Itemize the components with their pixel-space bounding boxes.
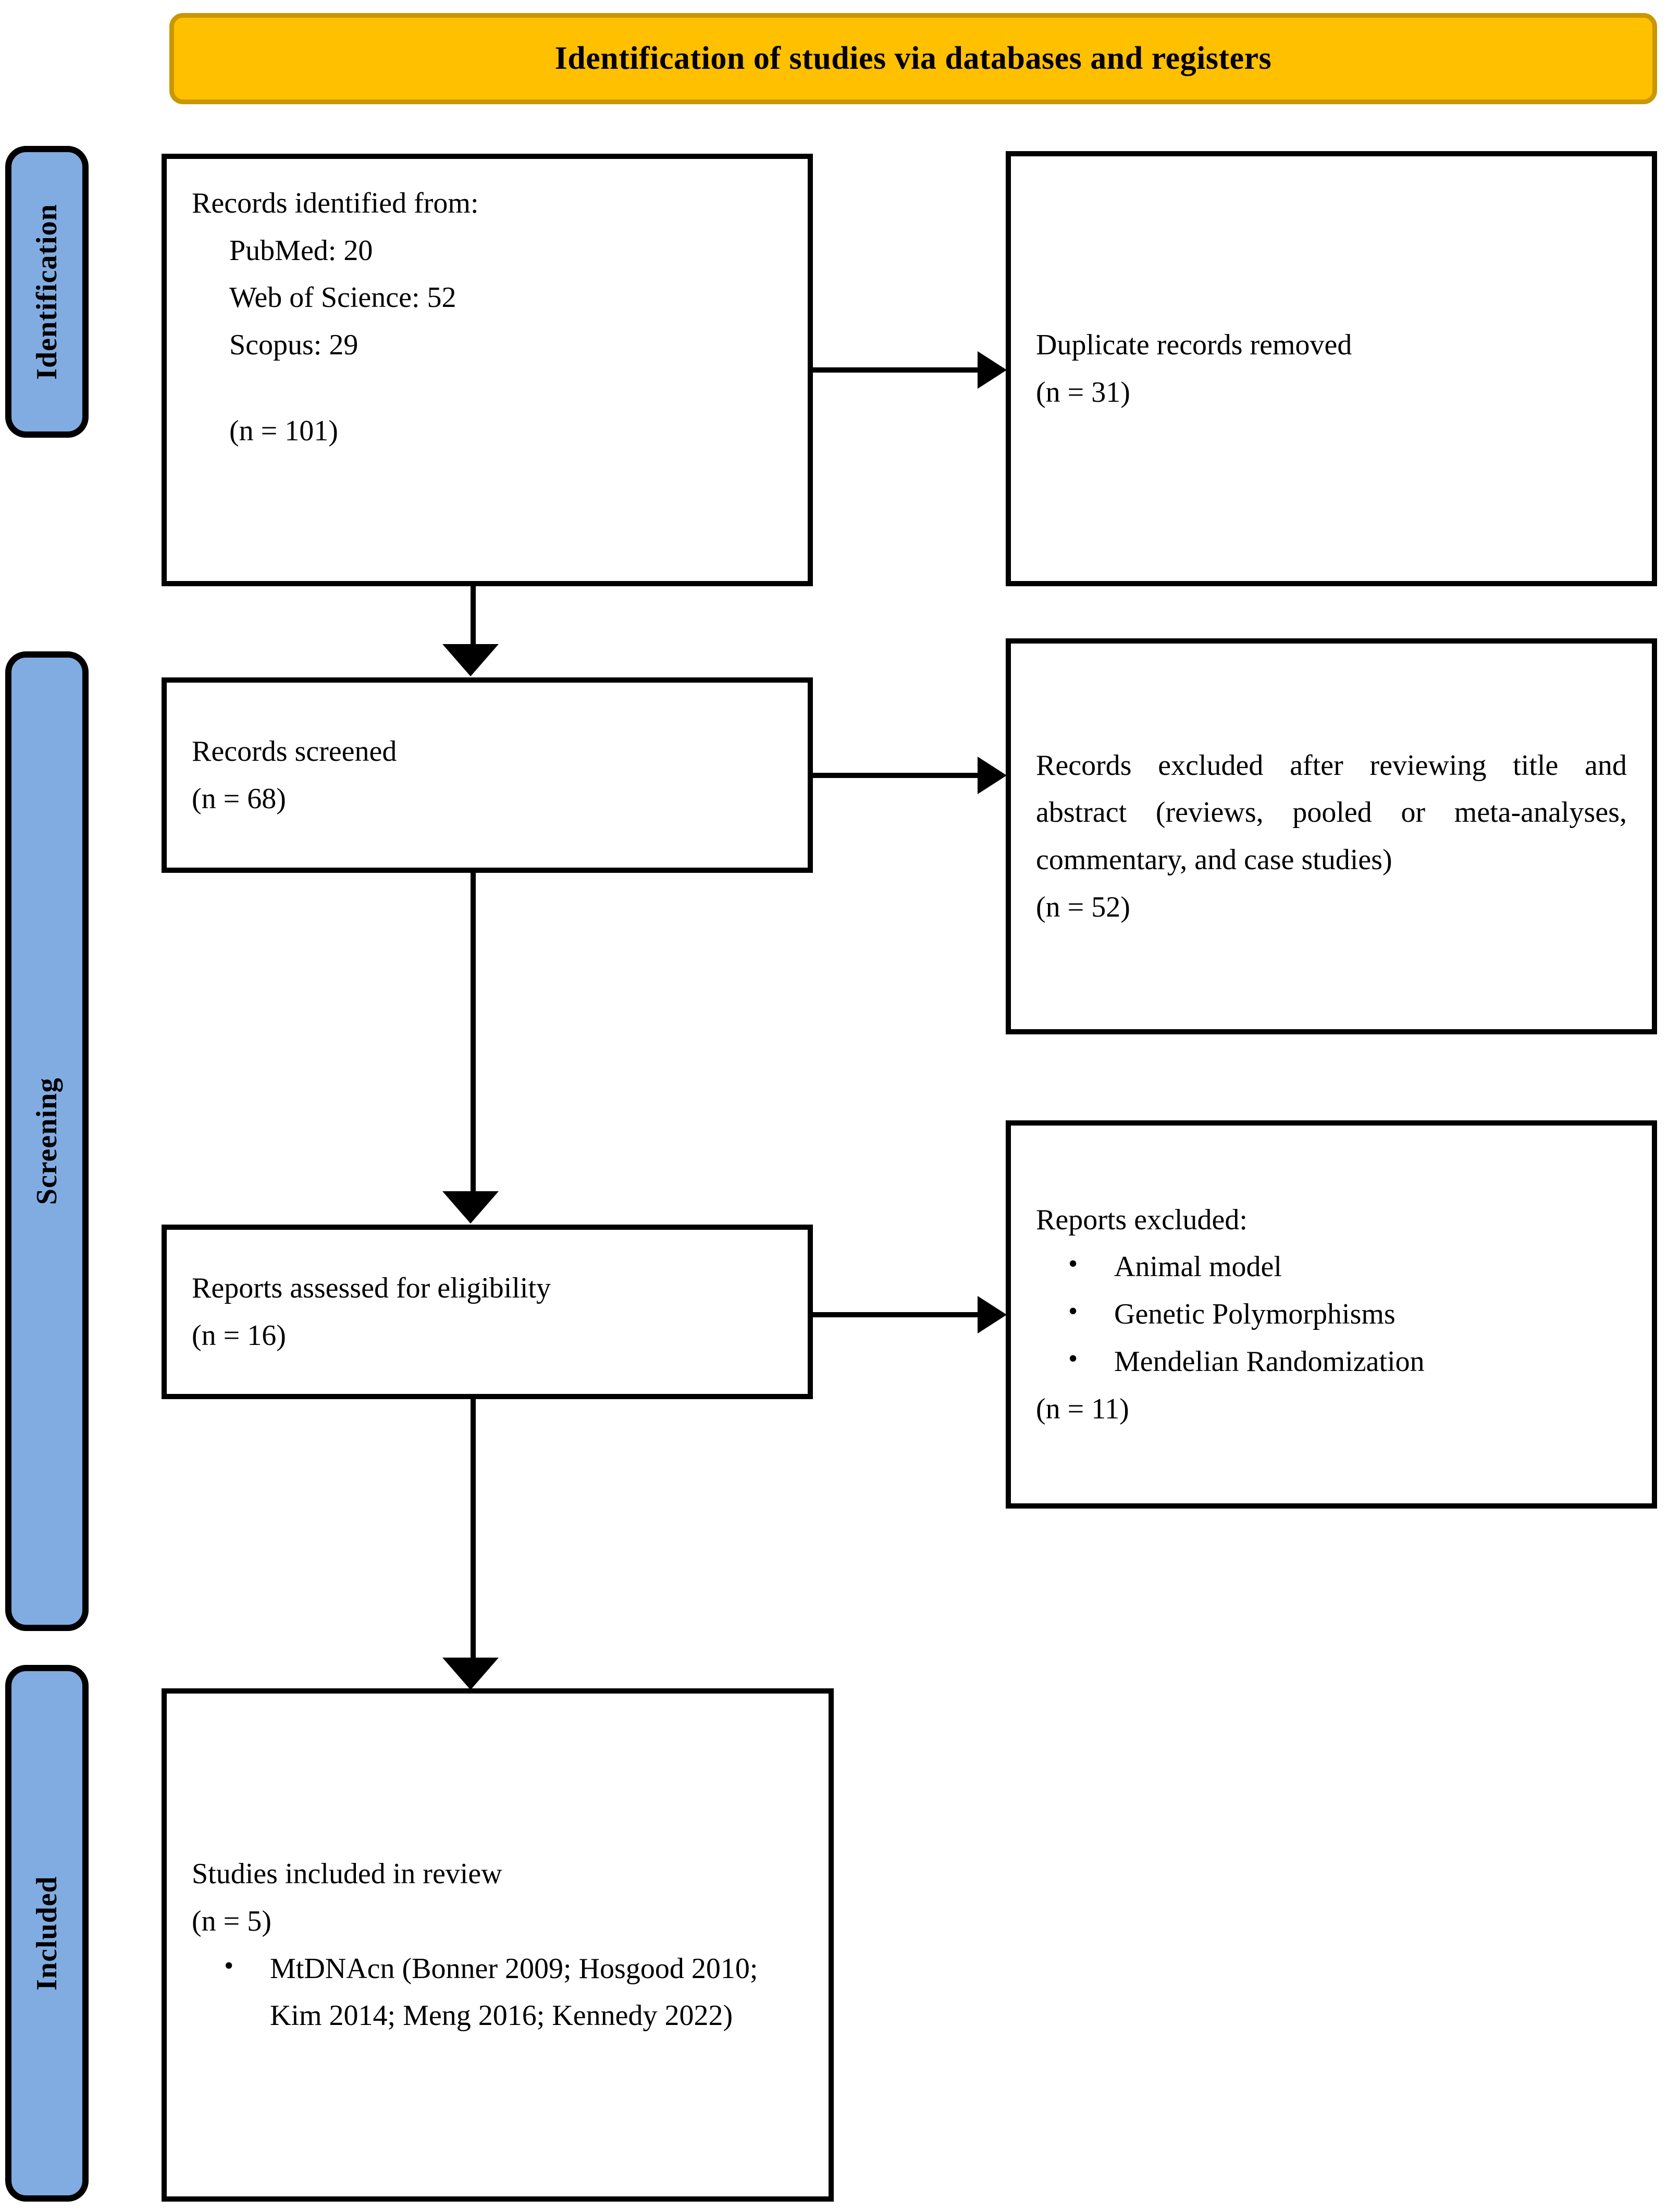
box-records-excluded: Records excluded after reviewing title a…	[1006, 638, 1657, 1034]
reports-excluded-count: (n = 11)	[1036, 1392, 1129, 1425]
reports-eligibility-text: Reports assessed for eligibility	[192, 1271, 551, 1304]
box-records-screened: Records screened (n = 68)	[162, 677, 813, 873]
duplicate-records-count: (n = 31)	[1036, 376, 1130, 409]
stage-tab-included-label: Included	[31, 1876, 64, 1991]
box-duplicate-records-removed: Duplicate records removed (n = 31)	[1006, 151, 1657, 586]
connector-identified-to-duplicates	[813, 367, 979, 373]
stage-tab-screening-label: Screening	[31, 1077, 63, 1205]
connector-eligibility-to-included	[471, 1399, 476, 1660]
reports-excluded-heading: Reports excluded:	[1036, 1203, 1247, 1236]
list-item: Mendelian Randomization	[1068, 1337, 1627, 1386]
stage-tab-identification: Identification	[5, 146, 89, 438]
list-item: Animal model	[1068, 1242, 1627, 1291]
reports-eligibility-count: (n = 16)	[192, 1319, 286, 1352]
list-item: MtDNAcn (Bonner 2009; Hosgood 2010; Kim …	[224, 1944, 804, 2040]
studies-included-count: (n = 5)	[192, 1905, 271, 1937]
source-web-of-science: Web of Science: 52	[229, 281, 456, 314]
arrowhead-eligibility-to-included	[442, 1658, 499, 1690]
spacer	[192, 369, 783, 407]
stage-tab-screening: Screening	[5, 651, 89, 1631]
connector-eligibility-to-excluded-reports	[813, 1312, 979, 1317]
source-scopus: Scopus: 29	[229, 329, 359, 362]
records-screened-text: Records screened	[192, 735, 397, 768]
arrowhead-identified-to-duplicates	[978, 351, 1007, 389]
records-screened-count: (n = 68)	[192, 782, 286, 815]
arrowhead-screened-to-excluded	[978, 757, 1007, 794]
connector-screened-to-eligibility	[471, 873, 476, 1193]
box-reports-assessed-eligibility: Reports assessed for eligibility (n = 16…	[162, 1225, 813, 1399]
box-records-identified: Records identified from: PubMed: 20 Web …	[162, 154, 813, 586]
connector-screened-to-excluded	[813, 773, 979, 778]
arrowhead-eligibility-to-excluded-reports	[978, 1296, 1007, 1333]
stage-tab-included: Included	[5, 1665, 89, 2202]
studies-included-list: MtDNAcn (Bonner 2009; Hosgood 2010; Kim …	[192, 1944, 804, 2040]
arrowhead-screened-to-eligibility	[442, 1191, 499, 1224]
arrowhead-identified-to-screened	[442, 644, 499, 676]
page-title: Identification of studies via databases …	[554, 41, 1272, 77]
duplicate-records-text: Duplicate records removed	[1036, 328, 1352, 361]
stage-tab-identification-label: Identification	[31, 204, 63, 380]
box-studies-included: Studies included in review (n = 5) MtDNA…	[162, 1688, 834, 2202]
records-identified-heading: Records identified from:	[192, 187, 479, 219]
diagram-header-banner: Identification of studies via databases …	[169, 13, 1657, 104]
records-identified-count: (n = 101)	[229, 414, 338, 447]
reports-excluded-reason-list: Animal model Genetic Polymorphisms Mende…	[1036, 1242, 1627, 1386]
records-excluded-count: (n = 52)	[1036, 891, 1130, 923]
source-pubmed: PubMed: 20	[229, 234, 373, 267]
records-excluded-text: Records excluded after reviewing title a…	[1036, 749, 1627, 876]
box-reports-excluded: Reports excluded: Animal model Genetic P…	[1006, 1120, 1657, 1509]
studies-included-text: Studies included in review	[192, 1858, 502, 1891]
list-item: Genetic Polymorphisms	[1068, 1290, 1627, 1338]
connector-identified-to-screened	[471, 586, 476, 646]
